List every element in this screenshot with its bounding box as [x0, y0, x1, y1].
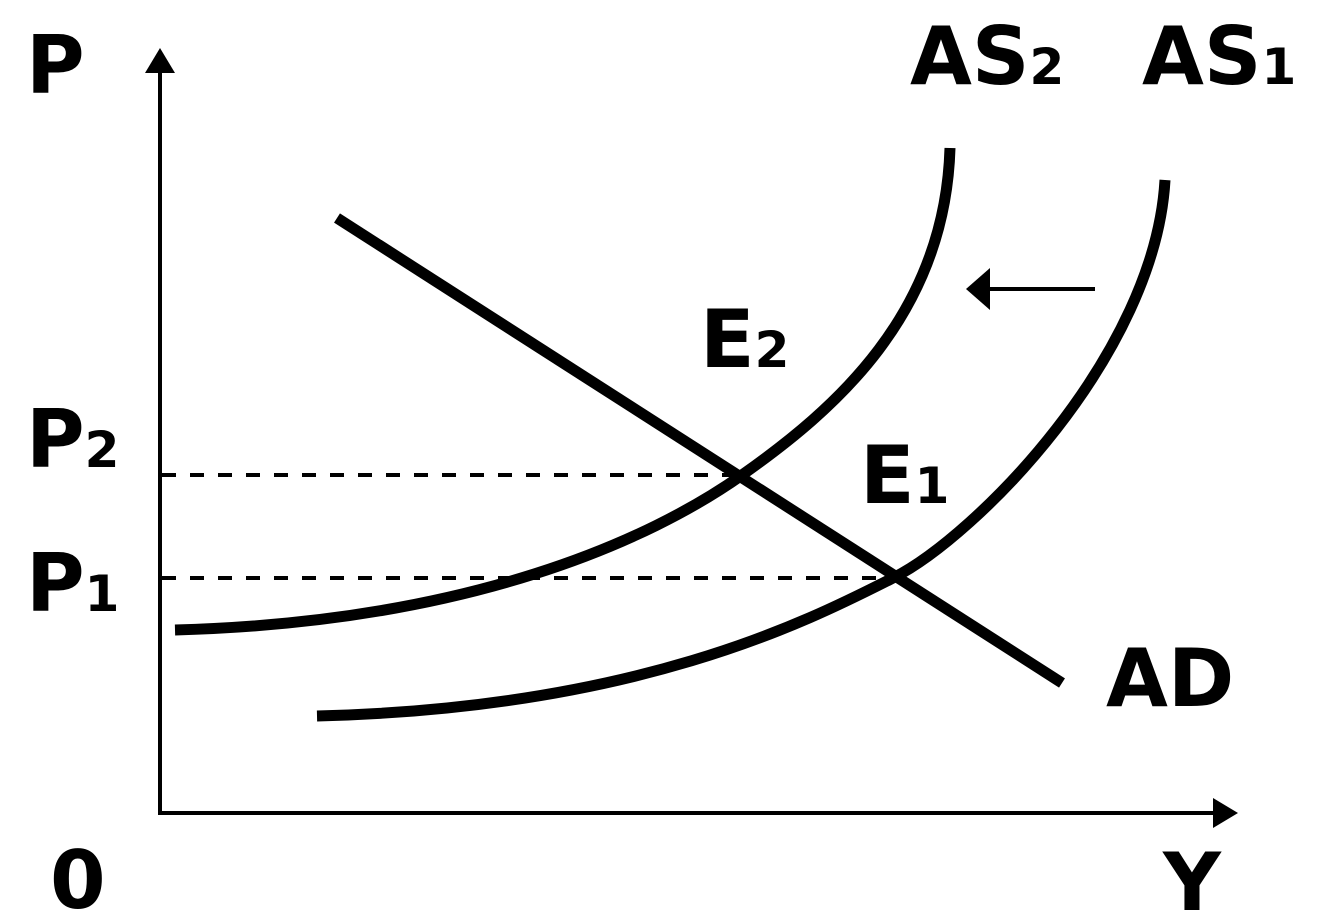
- as2-label: AS2: [910, 10, 1064, 103]
- shift-arrow-icon: [966, 268, 990, 310]
- origin-label: 0: [50, 834, 106, 919]
- e1-label: E1: [860, 429, 949, 522]
- as1-curve: [316, 179, 1171, 722]
- x-axis-label: Y: [1162, 836, 1222, 919]
- y-axis-label: P: [26, 19, 85, 112]
- p2-label: P2: [26, 393, 119, 486]
- as1-label: AS1: [1142, 10, 1296, 103]
- as2-curve: [174, 147, 956, 636]
- p1-label: P1: [26, 537, 119, 630]
- ad-line: [334, 213, 1065, 688]
- e2-label: E2: [700, 293, 789, 386]
- ad-label: AD: [1106, 632, 1234, 725]
- x-axis-arrowhead: [1213, 798, 1238, 828]
- y-axis-arrowhead: [145, 48, 175, 73]
